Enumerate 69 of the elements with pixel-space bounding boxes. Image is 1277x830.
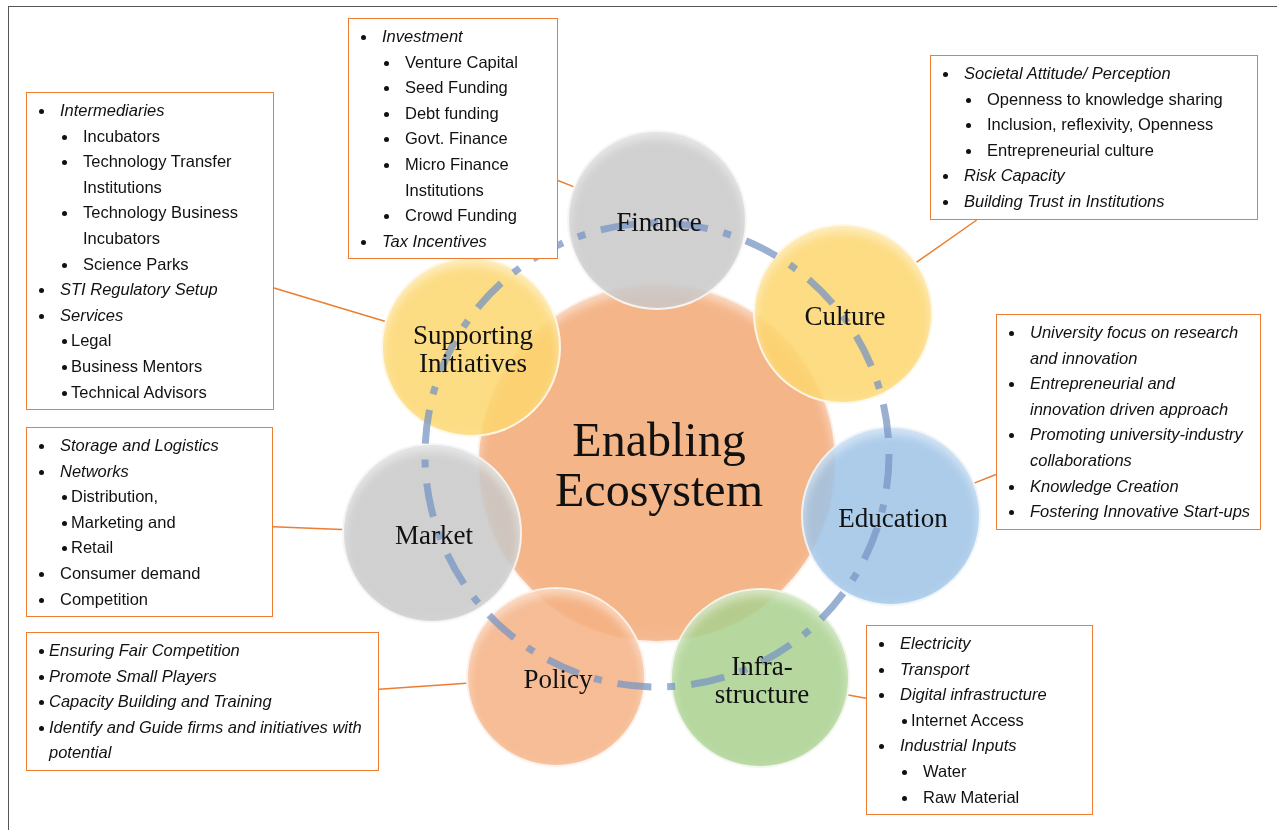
bullet-text: Building Trust in Institutions [964, 191, 1165, 210]
center-title: Enabling Ecosystem [554, 414, 764, 516]
bullet-text: Ensuring Fair Competition [49, 641, 240, 659]
bullet-text: Business Mentors [71, 356, 203, 375]
bullet-text: Debt funding [405, 103, 499, 122]
bullet-text: Storage and Logistics [60, 436, 219, 454]
bullet-text: Entrepreneurial and innovation driven approach [1030, 374, 1229, 418]
callout-box [348, 18, 558, 260]
bullet-text: Investment [382, 27, 463, 45]
circle-label: Market [394, 520, 474, 550]
bullet-text: Societal Attitude/ Perception [964, 64, 1171, 82]
leader-line [272, 526, 343, 531]
bullet-text: Water [923, 761, 967, 780]
bullet-text: Knowledge Creation [1030, 476, 1179, 495]
leader-line [973, 473, 997, 484]
circle-label: Education [837, 503, 949, 533]
bullet-text: Fostering Innovative Start-ups [1030, 502, 1251, 521]
bullet-text: Crowd Funding [405, 206, 517, 225]
bullet-text: Entrepreneurial culture [987, 140, 1154, 159]
leader-line [915, 219, 978, 263]
bullet-text: Legal [71, 331, 112, 350]
bullet-text: University focus on research and innovation [1030, 323, 1239, 367]
callout-box [26, 92, 274, 411]
bullet-text: Tax Incentives [382, 231, 487, 250]
bullet-text: Technology Business Incubators [83, 203, 238, 247]
bullet-text: Openness to knowledge sharing [987, 89, 1223, 108]
leader-line [847, 694, 867, 700]
bullet-text: Raw Material [923, 787, 1020, 806]
circle-label: Finance [615, 207, 703, 237]
bullet-text: Retail [71, 538, 114, 557]
bullet-text: Intermediaries [60, 101, 165, 119]
bullet-text: Services [60, 305, 124, 324]
bullet-text: Digital infrastructure [900, 685, 1047, 704]
bullet-text: Capacity Building and Training [49, 692, 272, 711]
leader-line [273, 287, 386, 322]
bullet-text: Venture Capital [405, 52, 518, 71]
bullet-text: Promoting university-industry collaborations [1030, 425, 1243, 469]
bullet-text: Identify and Guide firms and initiatives with potential [49, 717, 362, 762]
circle-label: Supporting Initiatives [412, 320, 534, 378]
callout-box [930, 55, 1258, 220]
leader-line [557, 179, 575, 188]
bullet-text: Competition [60, 589, 149, 608]
bullet-text: Industrial Inputs [900, 736, 1017, 755]
bullet-text: STI Regulatory Setup [60, 280, 218, 299]
bullet-text: Science Parks [83, 254, 189, 273]
bullet-text: Internet Access [911, 710, 1024, 729]
leader-line [378, 682, 467, 690]
callout-box [26, 632, 379, 771]
bullet-text: Networks [60, 461, 129, 480]
bullet-text: Risk Capacity [964, 166, 1065, 185]
circle-label: Infra-structure [713, 651, 811, 709]
bullet-text: Marketing and [71, 512, 176, 531]
circle-label: Policy [522, 664, 594, 694]
bullet-text: Micro Finance Institutions [405, 154, 509, 199]
bullet-text: Electricity [900, 634, 971, 652]
bullet-text: Promote Small Players [49, 666, 217, 685]
circle-label: Culture [803, 301, 887, 331]
bullet-text: Distribution, [71, 487, 159, 506]
callout-box [866, 625, 1093, 816]
bullet-text: Transport [900, 659, 970, 678]
bullet-text: Inclusion, reflexivity, Openness [987, 115, 1214, 134]
callout-box [996, 314, 1261, 530]
bullet-text: Incubators [83, 126, 161, 145]
bullet-text: Technical Advisors [71, 382, 207, 401]
bullet-text: Technology Transfer Institutions [83, 152, 232, 196]
bullet-text: Seed Funding [405, 78, 508, 97]
callout-box [26, 427, 273, 618]
bullet-text: Govt. Finance [405, 129, 508, 148]
bullet-text: Consumer demand [60, 563, 201, 582]
